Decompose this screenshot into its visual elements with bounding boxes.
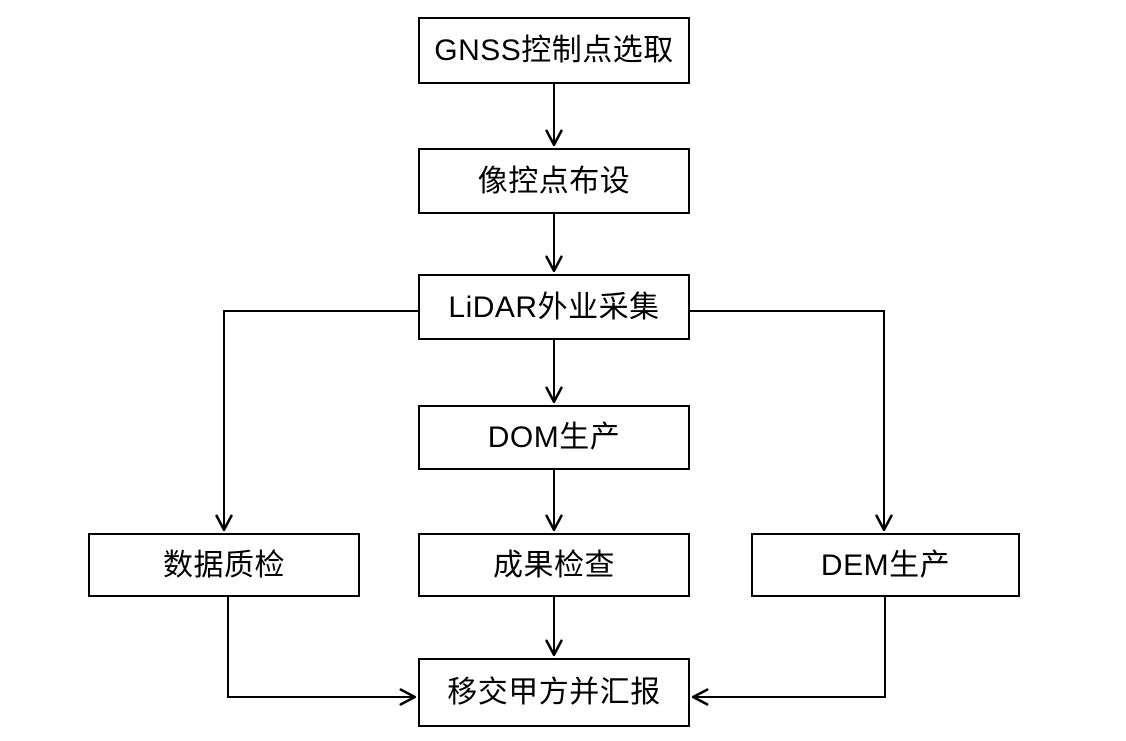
node-label-result-check: 成果检查 bbox=[493, 548, 615, 582]
node-image-control-point-layout[interactable]: 像控点布设 bbox=[418, 148, 690, 214]
node-data-quality-inspection[interactable]: 数据质检 bbox=[88, 533, 360, 597]
node-label-data-quality-inspection: 数据质检 bbox=[163, 548, 285, 582]
node-dom-production[interactable]: DOM生产 bbox=[418, 405, 690, 470]
node-handover-and-report[interactable]: 移交甲方并汇报 bbox=[418, 658, 690, 727]
node-label-lidar-field-collection: LiDAR外业采集 bbox=[448, 290, 660, 324]
edge-lidar-to-dem bbox=[690, 310, 884, 529]
edge-lidar-to-data-quality bbox=[224, 310, 418, 529]
edge-data-quality-to-handover bbox=[227, 597, 414, 697]
node-dem-production[interactable]: DEM生产 bbox=[751, 533, 1020, 597]
edge-dem-to-handover bbox=[694, 597, 886, 697]
node-lidar-field-collection[interactable]: LiDAR外业采集 bbox=[418, 274, 690, 340]
node-label-gnss-control-point-selection: GNSS控制点选取 bbox=[434, 34, 674, 67]
node-result-check[interactable]: 成果检查 bbox=[418, 533, 690, 597]
node-label-dom-production: DOM生产 bbox=[487, 421, 621, 454]
node-gnss-control-point-selection[interactable]: GNSS控制点选取 bbox=[418, 17, 690, 84]
node-label-handover-and-report: 移交甲方并汇报 bbox=[447, 676, 661, 709]
node-label-image-control-point-layout: 像控点布设 bbox=[477, 164, 631, 198]
node-label-dem-production: DEM生产 bbox=[820, 548, 951, 582]
